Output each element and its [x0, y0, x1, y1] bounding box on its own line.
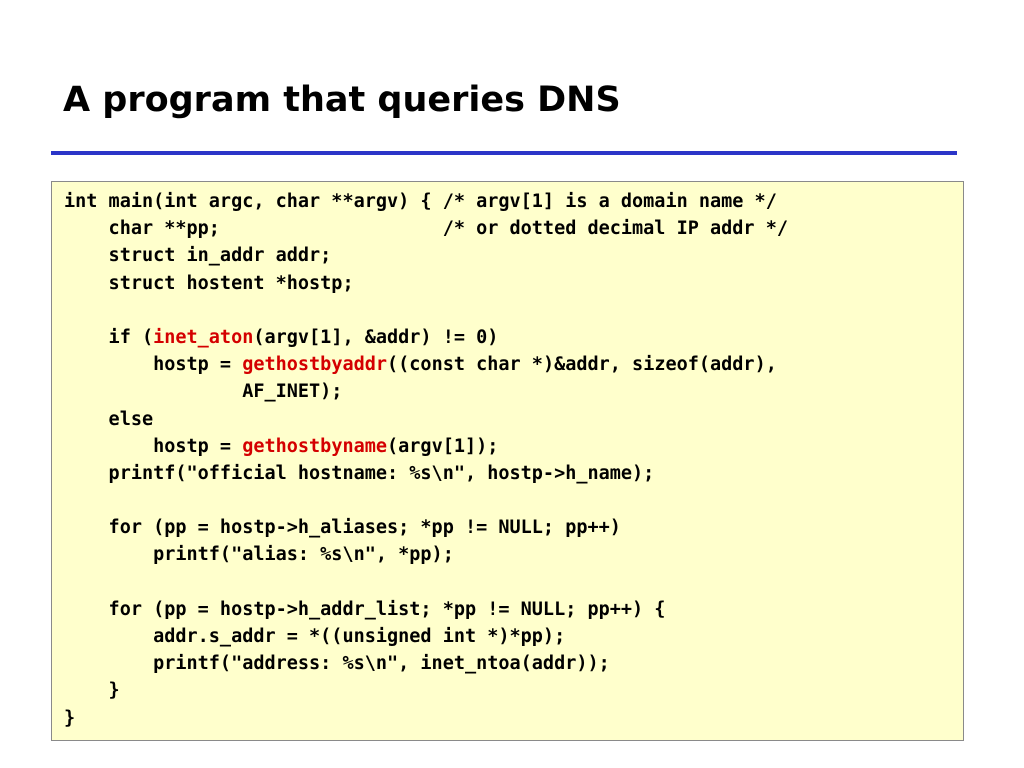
code-line: int main(int argc, char **argv) { /* arg… [64, 188, 963, 215]
code-line: hostp = gethostbyaddr((const char *)&add… [64, 351, 963, 378]
slide-title: A program that queries DNS [63, 80, 621, 120]
code-text: addr.s_addr = *((unsigned int *)*pp); [64, 626, 566, 647]
function-call-highlight: gethostbyaddr [242, 354, 388, 376]
code-line [64, 487, 963, 514]
code-text: printf("address: %s\n", inet_ntoa(addr))… [64, 653, 610, 675]
code-line: printf("alias: %s\n", *pp); [64, 541, 963, 568]
code-line: } [64, 677, 963, 704]
code-text: if ( [64, 326, 154, 348]
function-call-highlight: gethostbyname [242, 435, 388, 457]
code-text: (argv[1], &addr) != 0) [253, 326, 499, 348]
code-line: struct hostent *hostp; [64, 270, 963, 297]
code-text: ((const char *)&addr, sizeof(addr), [387, 354, 777, 376]
code-text: for (pp = hostp->h_aliases; *pp != NULL;… [64, 517, 621, 539]
code-line: for (pp = hostp->h_aliases; *pp != NULL;… [64, 514, 963, 541]
code-line: AF_INET); [64, 378, 963, 405]
code-text: printf("official hostname: %s\n", hostp-… [64, 462, 655, 484]
code-text: AF_INET); [64, 381, 343, 403]
function-call-highlight: inet_aton [153, 326, 254, 348]
code-line [64, 297, 963, 324]
code-text: struct hostent *hostp; [64, 272, 354, 294]
code-text: (argv[1]); [387, 435, 499, 457]
code-line: if (inet_aton(argv[1], &addr) != 0) [64, 324, 963, 351]
code-text: printf("alias: %s\n", *pp); [64, 544, 454, 566]
code-line: addr.s_addr = *((unsigned int *)*pp); [64, 623, 963, 650]
code-line: struct in_addr addr; [64, 242, 963, 269]
code-text: else [64, 408, 154, 430]
code-text: char **pp; /* or dotted decimal IP addr … [64, 218, 788, 240]
code-line: else [64, 406, 963, 433]
code-line: hostp = gethostbyname(argv[1]); [64, 433, 963, 460]
code-line: printf("address: %s\n", inet_ntoa(addr))… [64, 650, 963, 677]
code-text: } [64, 707, 76, 729]
code-text: } [64, 680, 120, 702]
code-text: hostp = [64, 354, 243, 376]
code-listing: int main(int argc, char **argv) { /* arg… [64, 188, 963, 732]
code-line: printf("official hostname: %s\n", hostp-… [64, 460, 963, 487]
code-text: struct in_addr addr; [64, 245, 332, 267]
code-line: char **pp; /* or dotted decimal IP addr … [64, 215, 963, 242]
code-line: for (pp = hostp->h_addr_list; *pp != NUL… [64, 596, 963, 623]
code-text: hostp = [64, 435, 243, 457]
title-divider [51, 151, 957, 155]
code-line [64, 569, 963, 596]
code-listing-box: int main(int argc, char **argv) { /* arg… [51, 181, 964, 741]
code-line: } [64, 705, 963, 732]
code-text: int main(int argc, char **argv) { /* arg… [64, 191, 777, 212]
code-text: for (pp = hostp->h_addr_list; *pp != NUL… [64, 598, 666, 620]
